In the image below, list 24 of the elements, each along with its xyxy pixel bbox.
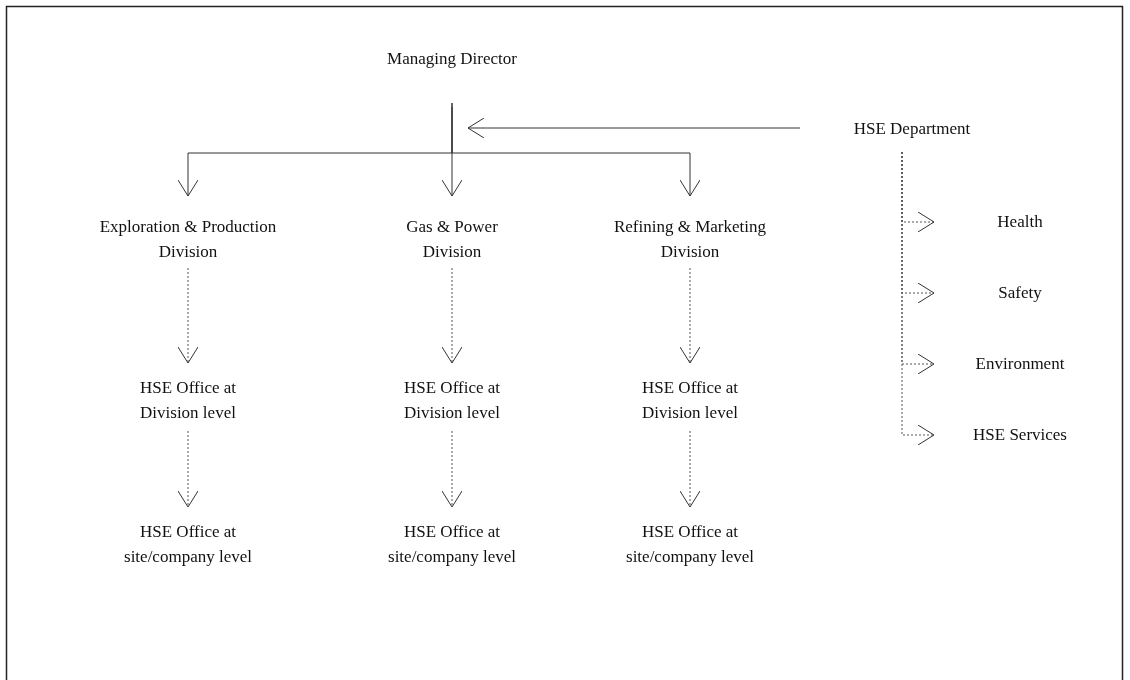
node-label: Health	[996, 211, 1044, 233]
arrow	[441, 267, 463, 364]
node-label: Refining & Marketing Division	[613, 216, 767, 263]
node-label: HSE Office at site/company level	[387, 521, 517, 568]
node-label: HSE Services	[972, 424, 1068, 446]
node-label: HSE Department	[852, 118, 972, 140]
node-label: Exploration & Production Division	[98, 216, 278, 263]
arrow	[901, 151, 935, 446]
node-label: HSE Office at site/company level	[123, 521, 253, 568]
arrow	[177, 267, 199, 364]
arrow	[451, 102, 701, 197]
arrow	[679, 430, 701, 508]
node-label: HSE Office at site/company level	[625, 521, 755, 568]
node-label: Safety	[997, 282, 1043, 304]
arrow	[679, 267, 701, 364]
node-label: Environment	[974, 353, 1066, 375]
arrow	[177, 430, 199, 508]
node-label: HSE Office at Division level	[403, 377, 501, 424]
node-label: Managing Director	[386, 48, 518, 70]
node-label: Gas & Power Division	[405, 216, 499, 263]
arrow	[441, 430, 463, 508]
arrow	[467, 117, 801, 139]
node-label: HSE Office at Division level	[139, 377, 237, 424]
node-label: HSE Office at Division level	[641, 377, 739, 424]
